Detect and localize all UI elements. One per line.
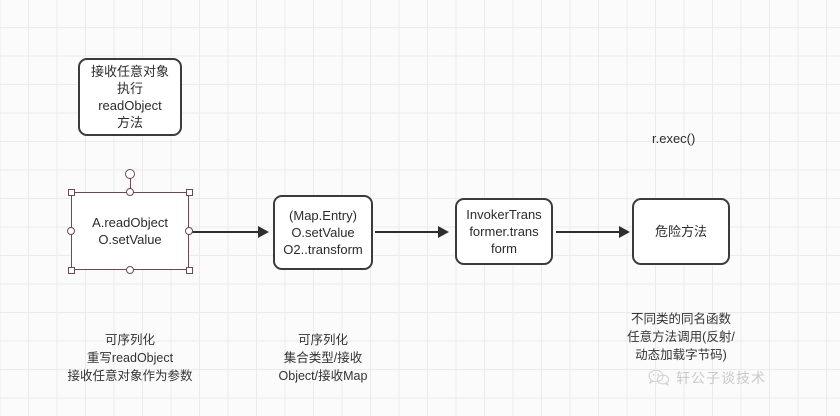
resize-handle-bottom-center[interactable] — [126, 266, 134, 274]
watermark-text: 轩公子谈技术 — [676, 370, 766, 386]
resize-handle-bottom-left[interactable] — [67, 266, 75, 274]
rotation-handle-stem — [129, 176, 131, 194]
node-invoker-transformer-text: InvokerTrans former.trans form — [466, 206, 542, 257]
rotation-handle[interactable] — [125, 169, 135, 179]
node-map-entry-text: (Map.Entry) O.setValue O2..transform — [283, 207, 363, 258]
node-a-readobject[interactable]: A.readObject O.setValue — [71, 192, 189, 270]
resize-handle-top-left[interactable] — [67, 188, 75, 196]
entry-note-text: 接收任意对象 执行 readObject 方法 — [90, 63, 169, 131]
caption-node-a-readobject-text: 可序列化 重写readObject 接收任意对象作为参数 — [67, 333, 193, 384]
wechat-icon — [648, 369, 670, 387]
node-dangerous-method[interactable]: 危险方法 — [632, 198, 730, 265]
resize-handle-middle-right[interactable] — [185, 227, 193, 235]
watermark: 轩公子谈技术 — [648, 368, 766, 388]
caption-node-map-entry-text: 可序列化 集合类型/接收 Object/接收Map — [278, 333, 368, 384]
caption-node-dangerous-method: 不同类的同名函数 任意方法调用(反射/ 动态加载字节码) — [607, 292, 755, 365]
resize-handle-middle-left[interactable] — [67, 227, 75, 235]
node-map-entry[interactable]: (Map.Entry) O.setValue O2..transform — [273, 195, 373, 270]
resize-handle-top-center[interactable] — [126, 188, 134, 196]
caption-node-a-readobject: 可序列化 重写readObject 接收任意对象作为参数 — [50, 313, 210, 386]
entry-note-box[interactable]: 接收任意对象 执行 readObject 方法 — [78, 58, 182, 136]
arrow-node1-to-node2 — [192, 231, 267, 233]
resize-handle-bottom-right[interactable] — [185, 266, 193, 274]
node-invoker-transformer[interactable]: InvokerTrans former.trans form — [455, 198, 553, 265]
caption-node-dangerous-method-text: 不同类的同名函数 任意方法调用(反射/ 动态加载字节码) — [627, 312, 735, 363]
node-dangerous-method-text: 危险方法 — [654, 223, 707, 239]
arrow-node3-to-node4 — [556, 231, 628, 233]
label-r-exec-text: r.exec() — [652, 131, 696, 146]
caption-node-map-entry: 可序列化 集合类型/接收 Object/接收Map — [253, 313, 393, 386]
node-a-readobject-text: A.readObject O.setValue — [92, 214, 168, 247]
resize-handle-top-right[interactable] — [185, 188, 193, 196]
arrow-node2-to-node3 — [375, 231, 447, 233]
label-r-exec: r.exec() — [652, 131, 695, 146]
